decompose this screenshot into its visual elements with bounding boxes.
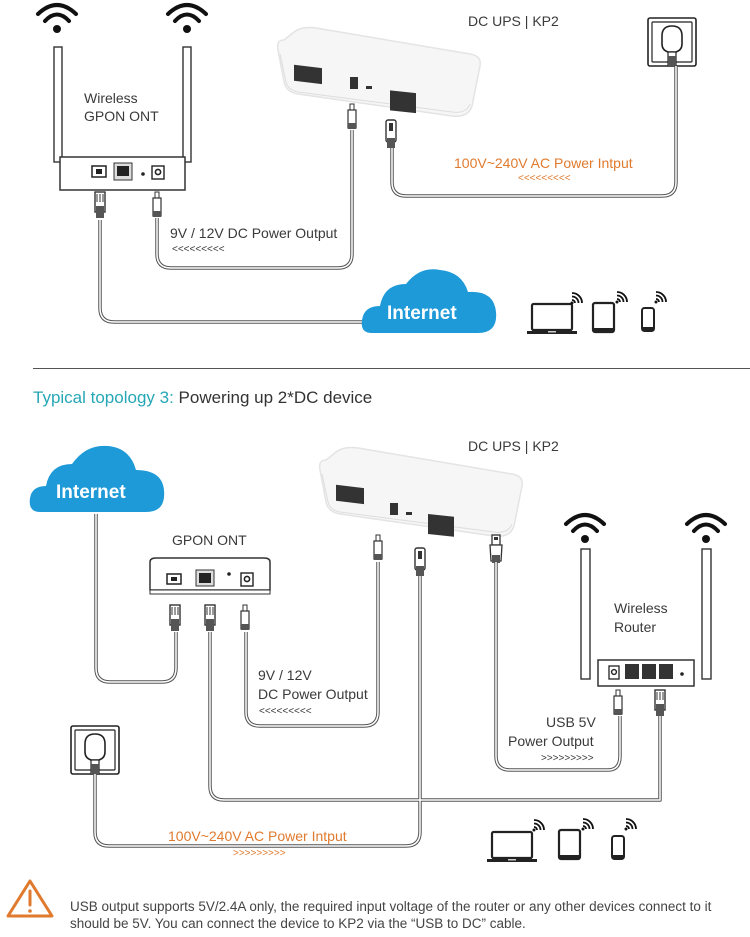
dc-plug-icon	[152, 191, 162, 218]
phone-icon	[641, 307, 655, 332]
wifi-signal-icon	[531, 819, 545, 833]
usb-output-label-line2: Power Output	[508, 733, 594, 749]
antenna	[182, 46, 192, 163]
dc-plug-icon	[613, 689, 623, 716]
dc-plug-icon	[373, 534, 383, 561]
heading-accent: Typical topology 3:	[33, 388, 174, 407]
usb-plug-icon	[489, 534, 503, 564]
bottom-dc-ups	[318, 446, 524, 538]
ac-input-arrows: <<<<<<<<<	[518, 173, 571, 184]
wifi-signal-icon	[569, 292, 583, 306]
laptop-icon	[525, 302, 579, 336]
ont-label-line2: GPON ONT	[84, 108, 159, 124]
section-heading: Typical topology 3: Powering up 2*DC dev…	[33, 388, 372, 408]
fiber-plug-icon	[169, 604, 181, 632]
ont-label-line1: Wireless	[84, 90, 138, 106]
antenna	[53, 46, 63, 163]
top-client-devices	[525, 291, 667, 336]
wifi-signal-icon	[614, 291, 628, 305]
bottom-internet-cloud	[29, 445, 165, 512]
router-label-line1: Wireless	[614, 600, 668, 616]
tablet-icon	[591, 301, 616, 334]
router-label-line2: Router	[614, 619, 657, 635]
ont-label: GPON ONT	[172, 532, 247, 548]
ethernet-plug-icon	[654, 689, 666, 717]
dc-output-arrows: <<<<<<<<<	[259, 706, 312, 717]
internet-cloud-label: Internet	[387, 303, 457, 324]
ethernet-plug-icon	[204, 604, 216, 632]
top-wireless-ont	[36, 3, 208, 191]
ac-plug-icon	[414, 547, 426, 577]
power-outlet-icon	[70, 725, 120, 775]
dc-output-arrows: <<<<<<<<<	[172, 244, 225, 255]
tablet-icon	[557, 828, 582, 861]
wifi-signal-icon	[580, 818, 594, 832]
power-outlet-icon	[647, 17, 697, 67]
heading-rest: Powering up 2*DC device	[173, 388, 373, 407]
ac-input-label: 100V~240V AC Power Intput	[168, 828, 347, 844]
dc-output-label: 9V / 12V DC Power Output	[170, 225, 338, 241]
top-internet-cloud	[361, 269, 497, 333]
dc-output-label-line2: DC Power Output	[258, 686, 368, 702]
bottom-wireless-router	[564, 513, 727, 687]
laptop-icon	[485, 830, 539, 864]
warning-icon	[6, 879, 54, 918]
wifi-signal-icon	[623, 818, 637, 832]
dc-output-label-line1: 9V / 12V	[258, 667, 312, 683]
wifi-signal-icon	[653, 291, 667, 305]
fiber-plug-icon	[94, 191, 106, 219]
top-dc-ups	[276, 26, 482, 118]
bottom-client-devices	[485, 818, 637, 864]
usb-output-note: USB output supports 5V/2.4A only, the re…	[70, 899, 712, 931]
dc-plug-icon	[240, 604, 250, 631]
usb-output-arrows: >>>>>>>>>	[541, 753, 594, 764]
ups-label: DC UPS | KP2	[468, 13, 559, 29]
ac-input-arrows: >>>>>>>>>	[233, 848, 286, 859]
section-divider	[33, 368, 750, 369]
ups-label: DC UPS | KP2	[468, 438, 559, 454]
wifi-icon	[166, 3, 208, 35]
usb-output-label-line1: USB 5V	[546, 714, 596, 730]
bottom-gpon-ont	[149, 557, 271, 595]
ac-input-label: 100V~240V AC Power Intput	[454, 155, 633, 171]
wifi-icon	[564, 513, 606, 545]
ac-plug-icon	[385, 119, 397, 149]
wifi-icon	[685, 513, 727, 545]
wifi-icon	[36, 3, 78, 35]
phone-icon	[611, 835, 625, 860]
internet-cloud-label: Internet	[56, 482, 126, 503]
dc-plug-icon	[347, 103, 357, 130]
